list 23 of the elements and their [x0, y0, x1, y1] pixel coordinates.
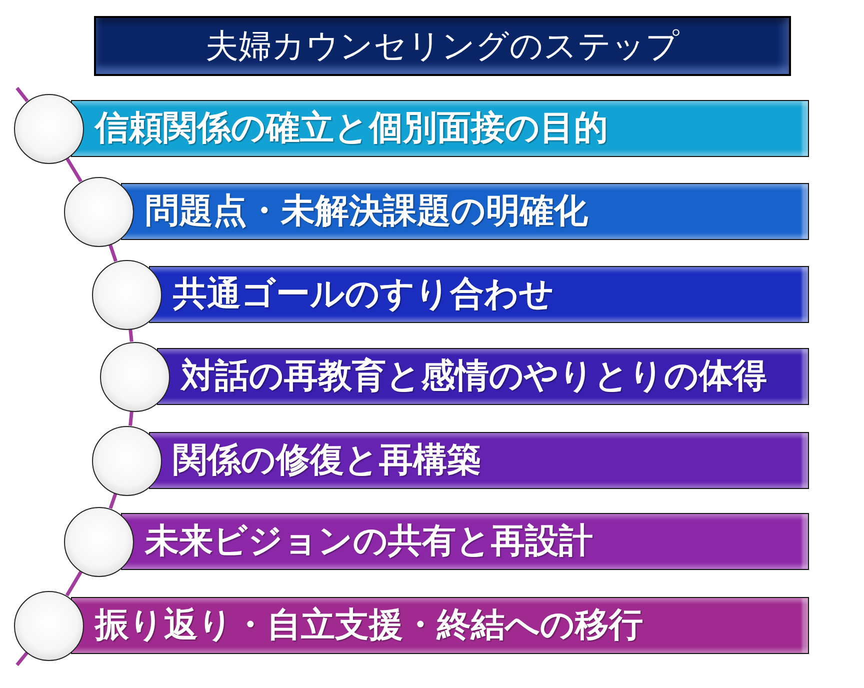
- step-label: 振り返り・自立支援・終結への移行: [95, 606, 643, 644]
- step-label: 対話の再教育と感情のやりとりの体得: [181, 358, 767, 396]
- step-bar: [157, 348, 809, 405]
- step-bar: [71, 100, 809, 157]
- step-label: 関係の修復と再構築: [173, 442, 481, 480]
- step-bar: [71, 597, 809, 654]
- connector-line: [128, 411, 134, 426]
- connector-line: [65, 570, 83, 596]
- connector-line: [108, 244, 118, 262]
- connector-line: [66, 158, 82, 182]
- diagram-title: 夫婦カウンセリングのステップ: [206, 28, 680, 64]
- step-bar: [149, 266, 809, 323]
- step-bar: [121, 183, 809, 240]
- step-bar: [149, 432, 809, 489]
- step-label: 信頼関係の確立と個別面接の目的: [95, 110, 608, 148]
- connector-line: [108, 493, 118, 509]
- step-label: 未来ビジョンの共有と再設計: [145, 522, 593, 560]
- step-label: 共通ゴールのすり合わせ: [173, 276, 554, 314]
- step-label: 問題点・未解決課題の明確化: [145, 192, 588, 230]
- connector-line: [16, 86, 29, 102]
- step-bar: [121, 513, 809, 570]
- connector-line: [128, 329, 134, 342]
- connector-line: [16, 652, 28, 666]
